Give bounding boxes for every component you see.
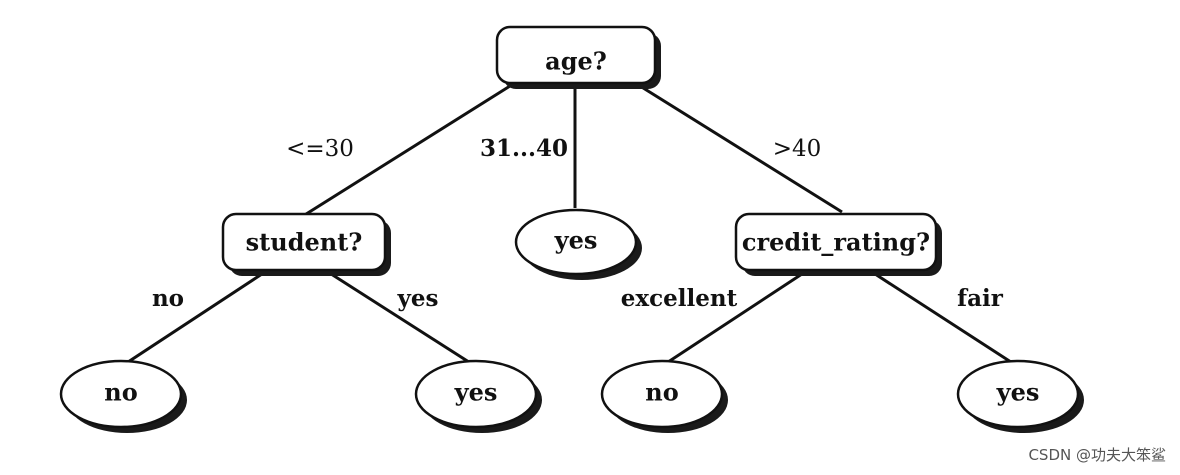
edge-label-credit-fair: fair: [957, 285, 1004, 312]
edge-label-gt40: >40: [773, 136, 822, 162]
leaf-middle-yes: yes: [514, 208, 642, 280]
edge-credit-no: [661, 270, 806, 368]
watermark: CSDN @功夫大笨鲨: [1028, 446, 1166, 464]
edge-label-credit-excellent: excellent: [621, 285, 738, 312]
node-student: student?: [221, 212, 391, 276]
edge-label-le30: <=30: [286, 136, 354, 162]
edge-student-no: [121, 270, 266, 368]
leaf-credit-yes: yes: [956, 359, 1084, 433]
edge-root-student: [302, 84, 511, 218]
leaf-credit-no: no: [600, 359, 728, 433]
node-credit-rating-label: credit_rating?: [742, 228, 930, 257]
node-root-label: age?: [545, 47, 607, 76]
node-credit-rating: credit_rating?: [734, 212, 942, 276]
node-student-label: student?: [246, 228, 363, 257]
leaf-student-no: no: [59, 359, 187, 433]
edge-credit-yes: [871, 270, 1015, 366]
edges: [121, 84, 1015, 368]
leaf-credit-yes-label: yes: [996, 378, 1040, 407]
leaf-credit-no-label: no: [645, 378, 678, 407]
edge-label-student-yes: yes: [397, 285, 439, 312]
leaf-student-no-label: no: [104, 378, 137, 407]
leaf-student-yes-label: yes: [454, 378, 498, 407]
leaf-student-yes: yes: [414, 359, 542, 433]
edge-label-31-40: 31...40: [480, 135, 568, 162]
edge-student-yes: [327, 270, 473, 366]
node-root: age?: [495, 25, 661, 89]
edge-label-student-no: no: [152, 285, 184, 312]
edge-root-credit: [639, 84, 843, 214]
leaf-middle-label: yes: [554, 226, 598, 255]
